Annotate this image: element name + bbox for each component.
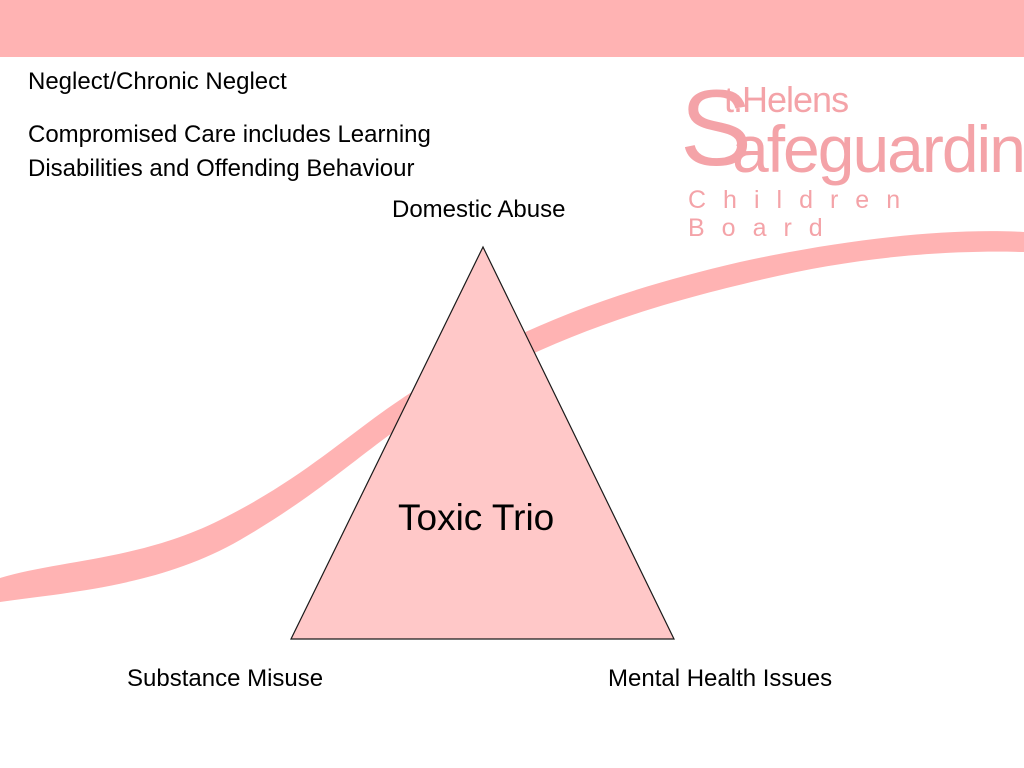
heading-compromised-line2: Disabilities and Offending Behaviour [28,155,415,182]
logo-safeguarding: afeguarding [732,112,1024,186]
toxic-trio-triangle [290,245,675,640]
heading-neglect: Neglect/Chronic Neglect [28,68,287,95]
label-toxic-trio: Toxic Trio [398,497,555,538]
label-substance-misuse: Substance Misuse [127,665,324,692]
label-mental-health-issues: Mental Health Issues [608,665,833,692]
logo-helens: t.Helens [724,79,849,120]
logo-children-board: Children Board [688,186,918,242]
top-band [0,0,1024,57]
logo-letter-s: S [680,67,753,188]
heading-compromised-line1: Compromised Care includes Learning [28,121,431,148]
label-domestic-abuse: Domestic Abuse [392,196,566,223]
wave-ribbon [0,231,1024,602]
heading-compromised-care: Compromised Care includes Learning Disab… [28,118,548,186]
safeguarding-board-logo: S t.Helens afeguarding Children Board [680,74,1024,243]
